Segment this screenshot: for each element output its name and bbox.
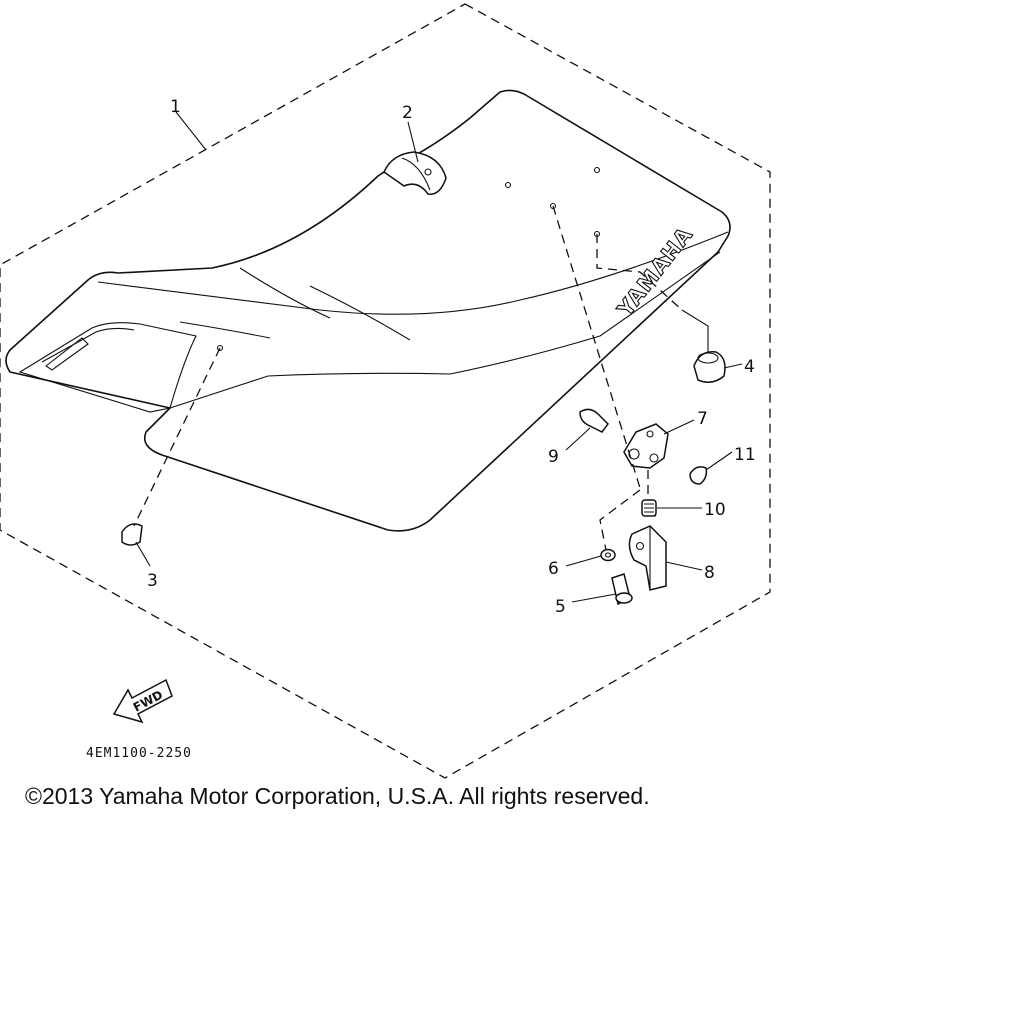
damper-part[interactable] bbox=[121, 523, 143, 546]
bolt-9-part[interactable] bbox=[579, 408, 609, 433]
assembly-boundary bbox=[0, 3, 771, 779]
leader-line-8 bbox=[665, 561, 703, 571]
guide-line bbox=[599, 489, 641, 551]
leader-line-2 bbox=[407, 121, 419, 163]
callout-9: 9 bbox=[548, 447, 559, 467]
bolt-5-part[interactable] bbox=[611, 573, 633, 606]
leader-line-1 bbox=[175, 111, 207, 151]
seat-assembly[interactable]: YAMAHA bbox=[5, 89, 731, 532]
seat-rear-recess bbox=[18, 322, 197, 413]
leader-line-11 bbox=[705, 451, 733, 471]
forward-arrow-icon: FWD bbox=[112, 678, 173, 724]
mount-hole bbox=[504, 181, 512, 189]
diagram-code: 4EM1100-2250 bbox=[86, 746, 192, 761]
leader-line-4 bbox=[681, 309, 743, 369]
washer-part[interactable] bbox=[600, 548, 616, 562]
guide-line bbox=[552, 205, 641, 489]
callout-8: 8 bbox=[704, 563, 715, 583]
mount-hole bbox=[549, 202, 557, 210]
leader-line-6 bbox=[565, 555, 602, 567]
callout-4: 4 bbox=[744, 357, 755, 377]
seat-crease-2 bbox=[309, 285, 411, 341]
callout-10: 10 bbox=[704, 500, 726, 520]
clip-part[interactable] bbox=[689, 466, 708, 485]
mount-hole bbox=[593, 166, 601, 174]
seat-outline bbox=[5, 89, 731, 532]
seat-logo: YAMAHA bbox=[612, 222, 697, 321]
callout-2: 2 bbox=[402, 103, 413, 123]
guide-line bbox=[596, 234, 683, 311]
seat-handle-part[interactable] bbox=[383, 151, 447, 195]
leader-line-5 bbox=[571, 593, 617, 603]
seat-parts-diagram: YAMAHA bbox=[0, 3, 771, 779]
leader-line-3 bbox=[135, 541, 151, 567]
seat-rear-recess-inner bbox=[41, 327, 135, 363]
seat-ridge-lower bbox=[169, 251, 721, 409]
mount-hole bbox=[216, 344, 224, 352]
latch-part[interactable] bbox=[628, 525, 667, 591]
seat-crease-1 bbox=[239, 267, 331, 319]
seat-crease-3 bbox=[179, 321, 271, 339]
callout-7: 7 bbox=[697, 409, 708, 429]
spring-part[interactable] bbox=[641, 499, 657, 517]
cushion-part[interactable] bbox=[693, 351, 726, 383]
callout-1: 1 bbox=[170, 97, 181, 117]
seat-strap bbox=[45, 337, 89, 371]
copyright-notice: ©2013 Yamaha Motor Corporation, U.S.A. A… bbox=[25, 783, 650, 809]
callout-3: 3 bbox=[147, 571, 158, 591]
callout-11: 11 bbox=[734, 445, 756, 465]
callout-5: 5 bbox=[555, 597, 566, 617]
callout-6: 6 bbox=[548, 559, 559, 579]
seat-ridge bbox=[97, 231, 729, 315]
lock-bracket-part[interactable] bbox=[623, 423, 669, 469]
leader-line-7 bbox=[663, 419, 695, 435]
guide-line bbox=[133, 347, 221, 527]
leader-line-9 bbox=[565, 427, 591, 451]
